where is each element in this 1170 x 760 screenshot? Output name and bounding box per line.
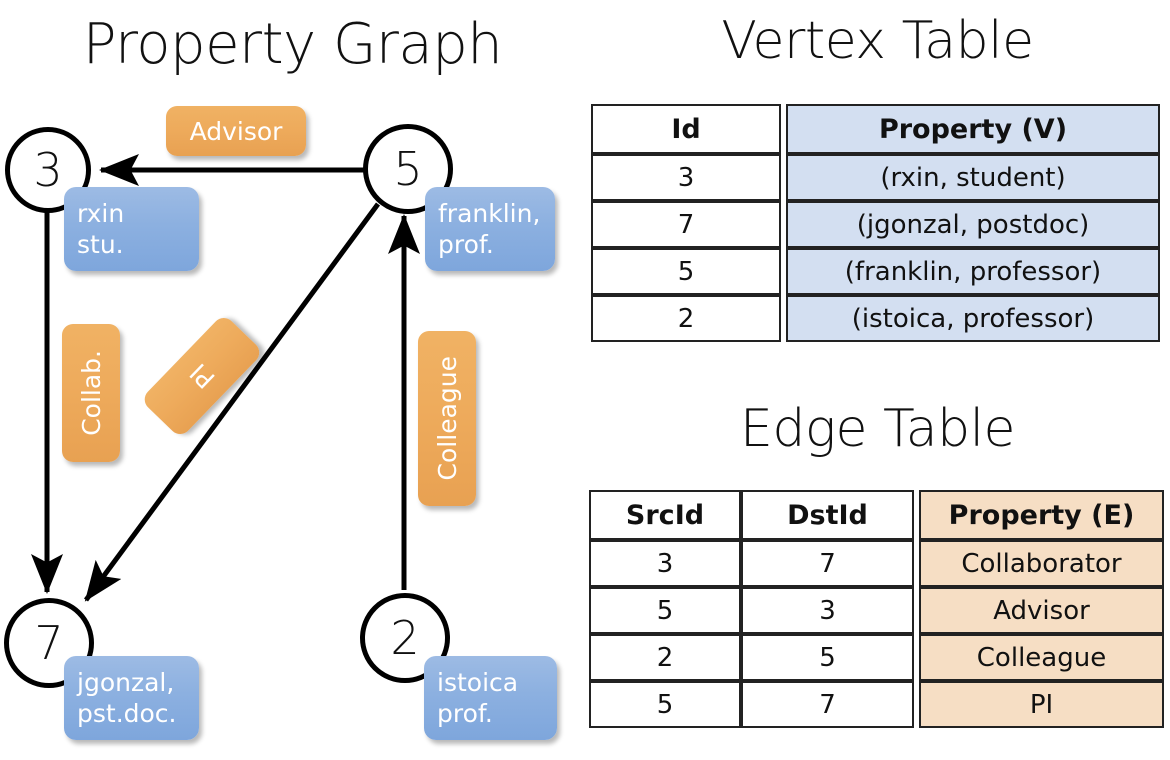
graph-node-2-label: 2 xyxy=(390,611,420,665)
edge-row-3-src: 5 xyxy=(589,681,741,728)
graph-node-5-label: 5 xyxy=(393,142,423,196)
graph-node-7-property-box: jgonzal, pst.doc. xyxy=(64,656,199,740)
edge-label-advisor-text: Advisor xyxy=(189,116,283,146)
table-row[interactable]: 3 7 Collaborator xyxy=(589,540,1164,587)
edge-table-header-srcid: SrcId xyxy=(589,490,741,540)
vertex-table-header-id: Id xyxy=(591,104,781,154)
graph-node-2-property-line1: istoica xyxy=(437,668,519,697)
graph-node-5-property-line2: prof. xyxy=(438,230,494,259)
edge-row-2-dst: 5 xyxy=(741,634,914,681)
graph-node-2[interactable]: 2 xyxy=(360,593,450,683)
edge-table-header-dstid: DstId xyxy=(741,490,914,540)
edge-table-header-row: SrcId DstId Property (E) xyxy=(589,490,1164,540)
edge-row-2-src: 2 xyxy=(589,634,741,681)
edge-label-colleague-text: Colleague xyxy=(432,356,462,481)
graph-node-5[interactable]: 5 xyxy=(363,124,453,214)
edge-row-1-dst: 3 xyxy=(741,587,914,634)
graph-node-7-property-line1: jgonzal, xyxy=(77,668,175,697)
vertex-table: Id Property (V) 3 (rxin, student) 7 (jgo… xyxy=(591,104,1160,342)
page-title-property-graph: Property Graph xyxy=(82,12,503,77)
edge-row-1-src: 5 xyxy=(589,587,741,634)
graph-node-2-property-line2: prof. xyxy=(437,699,493,728)
table-row[interactable]: 5 3 Advisor xyxy=(589,587,1164,634)
edge-arrow-pi xyxy=(83,202,381,602)
vertex-row-2-id: 5 xyxy=(591,248,781,295)
graph-node-5-property-box: franklin, prof. xyxy=(425,187,555,271)
edge-row-3-dst: 7 xyxy=(741,681,914,728)
edge-label-pi-text: PI xyxy=(183,357,221,395)
vertex-row-3-property: (istoica, professor) xyxy=(786,295,1160,342)
page-title-vertex-table: Vertex Table xyxy=(721,11,1034,71)
edge-row-0-property: Collaborator xyxy=(919,540,1164,587)
graph-node-3-label: 3 xyxy=(33,143,63,197)
vertex-row-0-property: (rxin, student) xyxy=(786,154,1160,201)
table-row[interactable]: 2 (istoica, professor) xyxy=(591,295,1160,342)
vertex-table-header-property: Property (V) xyxy=(786,104,1160,154)
page-title-edge-table: Edge Table xyxy=(739,399,1016,459)
graph-node-3-property-box: rxin stu. xyxy=(64,187,199,271)
edge-table-header-property: Property (E) xyxy=(919,490,1164,540)
edge-row-0-src: 3 xyxy=(589,540,741,587)
edge-label-collab-text: Collab. xyxy=(76,350,106,436)
graph-node-7-property-line2: pst.doc. xyxy=(77,699,177,728)
vertex-row-1-property: (jgonzal, postdoc) xyxy=(786,201,1160,248)
edge-table: SrcId DstId Property (E) 3 7 Collaborato… xyxy=(589,490,1164,728)
vertex-row-0-id: 3 xyxy=(591,154,781,201)
edge-row-3-property: PI xyxy=(919,681,1164,728)
vertex-row-1-id: 7 xyxy=(591,201,781,248)
vertex-row-3-id: 2 xyxy=(591,295,781,342)
table-row[interactable]: 2 5 Colleague xyxy=(589,634,1164,681)
graph-node-7-label: 7 xyxy=(34,616,64,670)
table-row[interactable]: 7 (jgonzal, postdoc) xyxy=(591,201,1160,248)
edge-row-1-property: Advisor xyxy=(919,587,1164,634)
edge-label-collab: Collab. xyxy=(62,324,120,462)
vertex-row-2-property: (franklin, professor) xyxy=(786,248,1160,295)
table-row[interactable]: 5 (franklin, professor) xyxy=(591,248,1160,295)
graph-node-3-property-line1: rxin xyxy=(77,199,125,228)
vertex-table-header-row: Id Property (V) xyxy=(591,104,1160,154)
graph-node-3-property-line2: stu. xyxy=(77,230,124,259)
table-row[interactable]: 3 (rxin, student) xyxy=(591,154,1160,201)
edge-row-2-property: Colleague xyxy=(919,634,1164,681)
graph-node-5-property-line1: franklin, xyxy=(438,199,541,228)
graph-edges-layer xyxy=(31,154,420,602)
property-graph-diagram: 3 rxin stu. 5 franklin, prof. 7 jgonzal,… xyxy=(4,106,557,740)
table-row[interactable]: 5 7 PI xyxy=(589,681,1164,728)
edge-row-0-dst: 7 xyxy=(741,540,914,587)
graph-node-2-property-box: istoica prof. xyxy=(424,656,557,740)
edge-label-advisor: Advisor xyxy=(166,106,306,156)
edge-label-colleague: Colleague xyxy=(418,331,476,506)
